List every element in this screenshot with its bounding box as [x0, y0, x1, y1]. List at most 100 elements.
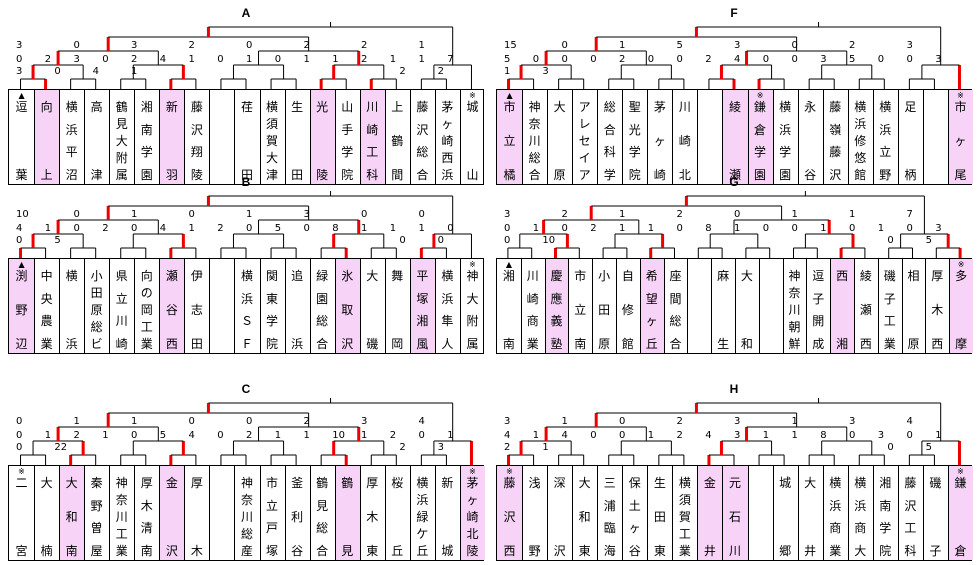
team-cell: 横浜隼人 — [435, 259, 460, 353]
team-name-char: ヶ — [441, 117, 454, 131]
team-name-char: 神 — [466, 269, 479, 283]
team-name-char: 奈 — [788, 286, 801, 300]
cell-divider — [134, 90, 136, 184]
team-name-char: 岡 — [140, 303, 153, 317]
team-name-char: 合 — [669, 337, 682, 351]
team-cell: 自修館 — [616, 259, 640, 353]
team-name-char: 間 — [669, 291, 682, 306]
team-name-char: 大 — [115, 134, 128, 148]
match-score: 5 — [676, 40, 683, 51]
team-name-char: 木 — [140, 498, 153, 513]
team-name-char: 藤 — [503, 476, 516, 490]
team-name-char: 横 — [854, 100, 867, 114]
team-cell: 関東学院 — [260, 259, 285, 353]
cell-divider — [547, 90, 549, 184]
match-score: 0 — [647, 54, 655, 65]
team-name-char: 野 — [528, 544, 541, 558]
team-name-char: 沢 — [503, 510, 516, 524]
match-score: 0 — [73, 209, 80, 220]
bye-slot — [759, 259, 783, 353]
team-cell: 横浜 — [59, 259, 84, 353]
cell-divider — [59, 466, 61, 560]
team-cell: 追浜 — [285, 259, 310, 353]
team-name-char: 横 — [65, 269, 78, 283]
team-name-char: 田 — [90, 286, 103, 300]
team-name-char: 東 — [266, 291, 279, 306]
team-name-char: 大 — [740, 269, 753, 283]
team-name-char: 井 — [703, 544, 716, 558]
team-name-char: 川 — [115, 314, 128, 329]
team-name-char: 浜 — [441, 168, 454, 182]
team-cell: 城郷 — [773, 466, 798, 560]
team-cell: 藤沢翔陵 — [184, 90, 209, 184]
team-name-char: 深 — [553, 476, 566, 490]
cell-divider — [877, 259, 879, 353]
cell-divider — [109, 259, 111, 353]
team-cell: ▲湘南 — [497, 259, 521, 353]
team-name-char: 田 — [190, 337, 203, 351]
team-name-char: 園 — [316, 291, 329, 306]
match-score: 1 — [791, 209, 798, 220]
cell-divider — [59, 90, 61, 184]
team-name-char: 合 — [528, 168, 541, 182]
team-cell: 磯子工業 — [878, 259, 902, 353]
team-name-char: 商 — [829, 521, 842, 536]
seed-mark: ※ — [506, 467, 513, 476]
match-score: 3 — [437, 442, 445, 453]
seed-mark: ※ — [469, 467, 476, 476]
cell-divider — [722, 466, 724, 560]
team-name-char: 井 — [804, 544, 817, 558]
match-score: 0 — [619, 430, 626, 441]
team-cell: 生田 — [285, 90, 310, 184]
match-score: 0 — [246, 223, 253, 234]
team-name-char: 隼 — [441, 314, 454, 329]
match-score: 0 — [734, 209, 741, 220]
team-cell: 大磯 — [360, 259, 385, 353]
seed-mark: ※ — [957, 91, 964, 100]
match-score: 0 — [102, 54, 109, 65]
team-name-char: 厚 — [931, 269, 944, 283]
team-name-char: 沢 — [553, 544, 566, 558]
team-name-char: 大 — [366, 269, 379, 283]
team-name-char: 横 — [879, 100, 892, 114]
team-name-char: 崎 — [466, 510, 479, 524]
team-name-char: 慶 — [550, 269, 563, 283]
match-score: 5 — [925, 442, 933, 453]
team-name-char: 総 — [90, 320, 103, 334]
team-name-char: 業 — [829, 544, 842, 558]
team-name-char: ヶ — [645, 314, 658, 329]
team-name-char: 須 — [266, 117, 279, 131]
team-name-char: 業 — [678, 544, 691, 558]
team-cell: 茅ヶ崎 — [647, 90, 672, 184]
team-name-char: 田 — [291, 168, 304, 182]
team-name-char: 上 — [40, 168, 53, 182]
team-name-char: 小 — [90, 269, 103, 283]
team-cell: 中央農業 — [34, 259, 59, 353]
match-score: 3 — [849, 416, 856, 427]
team-name-char: 小 — [598, 269, 611, 283]
match-score: 5 — [54, 235, 61, 246]
match-score: 0 — [361, 209, 368, 220]
team-name-char: 志 — [190, 303, 203, 317]
cell-divider — [159, 466, 161, 560]
team-name-char: 中 — [40, 269, 53, 283]
team-cell: 鶴見大附属 — [109, 90, 134, 184]
team-name-char: 岡 — [391, 337, 404, 351]
team-name-char: 工 — [140, 320, 153, 334]
cell-divider — [711, 259, 713, 353]
team-name-char: 西 — [165, 337, 178, 351]
match-score: 3 — [131, 40, 138, 51]
team-name-char: 神 — [240, 476, 253, 490]
team-name-char: 西 — [859, 337, 872, 351]
team-name-char: 和 — [65, 510, 78, 524]
team-name-char: 大 — [854, 544, 867, 558]
cell-divider — [459, 466, 461, 560]
team-name-char: 横 — [678, 476, 691, 490]
team-name-char: 業 — [115, 544, 128, 558]
team-cell: 新城 — [435, 466, 460, 560]
team-name-char: 麻 — [717, 269, 730, 283]
team-name-char: 成 — [812, 337, 825, 351]
cell-divider — [622, 466, 624, 560]
match-score: 2 — [246, 430, 253, 441]
team-cell: 厚木清南 — [134, 466, 159, 560]
